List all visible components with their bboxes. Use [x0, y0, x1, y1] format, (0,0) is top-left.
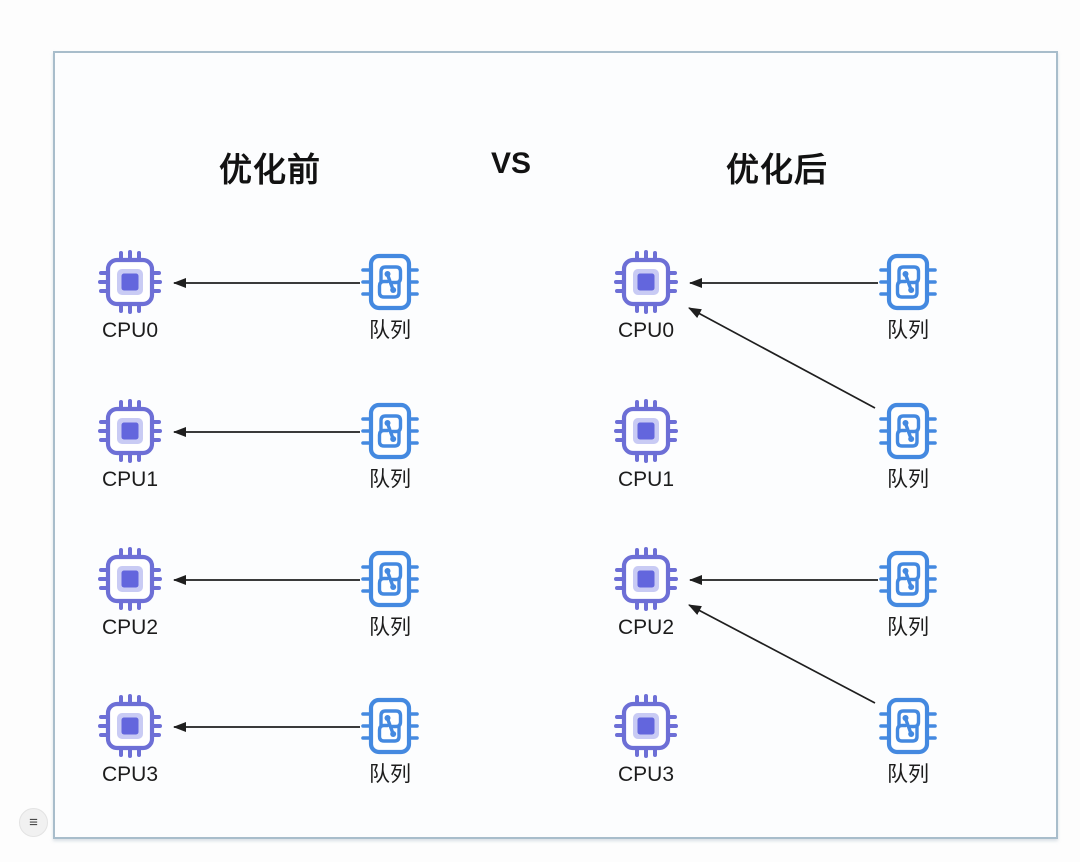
cpu-label: CPU0	[101, 319, 159, 342]
cpu-chip-icon	[98, 547, 162, 611]
queue-label: 队列	[369, 468, 411, 491]
queue-icon	[876, 547, 940, 611]
cpu-node: CPU0	[598, 250, 694, 343]
queue-label: 队列	[369, 616, 411, 639]
hamburger-icon: ≡	[29, 814, 38, 831]
cpu-label: CPU1	[101, 468, 159, 491]
queue-node: 队列	[860, 250, 956, 343]
cpu-chip-icon	[614, 694, 678, 758]
vs-label: VS	[490, 147, 532, 180]
queue-label: 队列	[887, 468, 929, 491]
queue-icon	[358, 547, 422, 611]
cpu-chip-icon	[614, 399, 678, 463]
queue-node: 队列	[342, 547, 438, 640]
cpu-node: CPU3	[82, 694, 178, 787]
queue-node: 队列	[860, 547, 956, 640]
cpu-node: CPU1	[82, 399, 178, 492]
queue-label: 队列	[887, 319, 929, 342]
cpu-label: CPU3	[617, 763, 675, 786]
queue-icon	[358, 694, 422, 758]
queue-label: 队列	[887, 763, 929, 786]
cpu-node: CPU1	[598, 399, 694, 492]
menu-button[interactable]: ≡	[19, 808, 48, 837]
queue-icon	[358, 399, 422, 463]
queue-label: 队列	[369, 763, 411, 786]
cpu-label: CPU0	[617, 319, 675, 342]
cpu-label: CPU1	[617, 468, 675, 491]
queue-icon	[876, 250, 940, 314]
cpu-chip-icon	[98, 250, 162, 314]
after-title: 优化后	[726, 151, 828, 188]
cpu-label: CPU2	[617, 616, 675, 639]
cpu-label: CPU2	[101, 616, 159, 639]
cpu-chip-icon	[614, 250, 678, 314]
cpu-node: CPU2	[598, 547, 694, 640]
cpu-node: CPU2	[82, 547, 178, 640]
cpu-label: CPU3	[101, 763, 159, 786]
queue-label: 队列	[369, 319, 411, 342]
cpu-chip-icon	[614, 547, 678, 611]
cpu-chip-icon	[98, 694, 162, 758]
cpu-chip-icon	[98, 399, 162, 463]
queue-node: 队列	[342, 694, 438, 787]
before-title: 优化前	[219, 151, 321, 188]
queue-icon	[876, 399, 940, 463]
cpu-node: CPU0	[82, 250, 178, 343]
queue-node: 队列	[342, 399, 438, 492]
cpu-node: CPU3	[598, 694, 694, 787]
queue-node: 队列	[860, 694, 956, 787]
queue-icon	[358, 250, 422, 314]
queue-node: 队列	[342, 250, 438, 343]
queue-node: 队列	[860, 399, 956, 492]
queue-icon	[876, 694, 940, 758]
queue-label: 队列	[887, 616, 929, 639]
